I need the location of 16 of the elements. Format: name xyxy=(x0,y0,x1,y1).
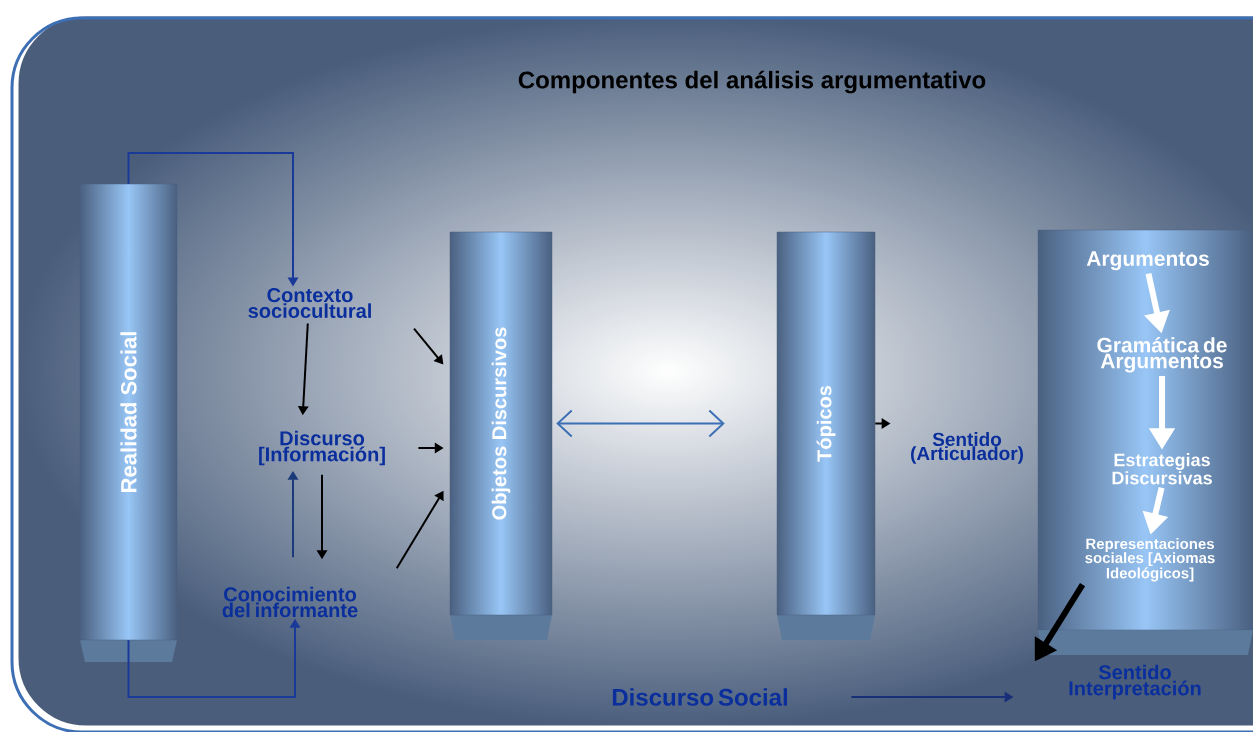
node-label: Sentido Interpretación xyxy=(1069,664,1201,700)
arrow xyxy=(556,409,725,438)
step-label: Argumentos xyxy=(1086,251,1209,271)
step-label: Representaciones sociales [Axiomas Ideológicos] xyxy=(1085,538,1215,582)
node-label: Contexto sociocultural xyxy=(248,288,371,319)
caption-label: Discurso Social xyxy=(612,688,787,706)
step-label: Estrategias Discursivas xyxy=(1112,453,1212,485)
pillar: Objetos Discursivos xyxy=(449,231,553,640)
node-label: Sentido (Articulador) xyxy=(911,432,1023,464)
node-label: Discurso [Información] xyxy=(259,430,385,466)
title: Componentes del análisis argumentativo xyxy=(518,70,986,94)
pillar: Realidad Social xyxy=(79,183,178,662)
step-label: Gramática de Argumentos xyxy=(1097,336,1227,373)
pillar xyxy=(1037,229,1253,655)
node-label: Conocimiento del informante xyxy=(222,586,358,618)
pillar: Tópicos xyxy=(776,231,876,640)
